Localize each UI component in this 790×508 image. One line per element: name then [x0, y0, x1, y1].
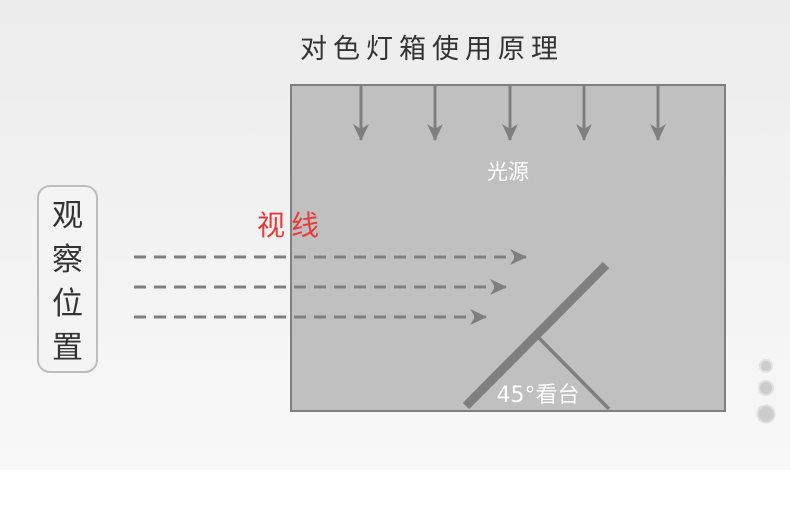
- platform-label: 45°看台: [497, 383, 580, 408]
- pager-dots: [756, 359, 776, 424]
- sight-line-label: 视线: [257, 209, 325, 242]
- pager-dot-active[interactable]: [756, 404, 776, 424]
- observation-char: 位: [52, 286, 83, 322]
- platform-support: [536, 335, 611, 411]
- pager-dot[interactable]: [758, 380, 774, 396]
- observation-position-box: [37, 185, 98, 373]
- pager-dot[interactable]: [759, 359, 773, 373]
- light-rays: [353, 86, 666, 141]
- sight-lines: [134, 249, 527, 325]
- observation-char: 观: [52, 198, 83, 234]
- observation-char: 察: [52, 242, 83, 278]
- observation-char: 置: [52, 330, 83, 366]
- diagram-title: 对色灯箱使用原理: [300, 34, 564, 65]
- light-source-label: 光源: [487, 160, 529, 184]
- platform-board: [462, 261, 610, 410]
